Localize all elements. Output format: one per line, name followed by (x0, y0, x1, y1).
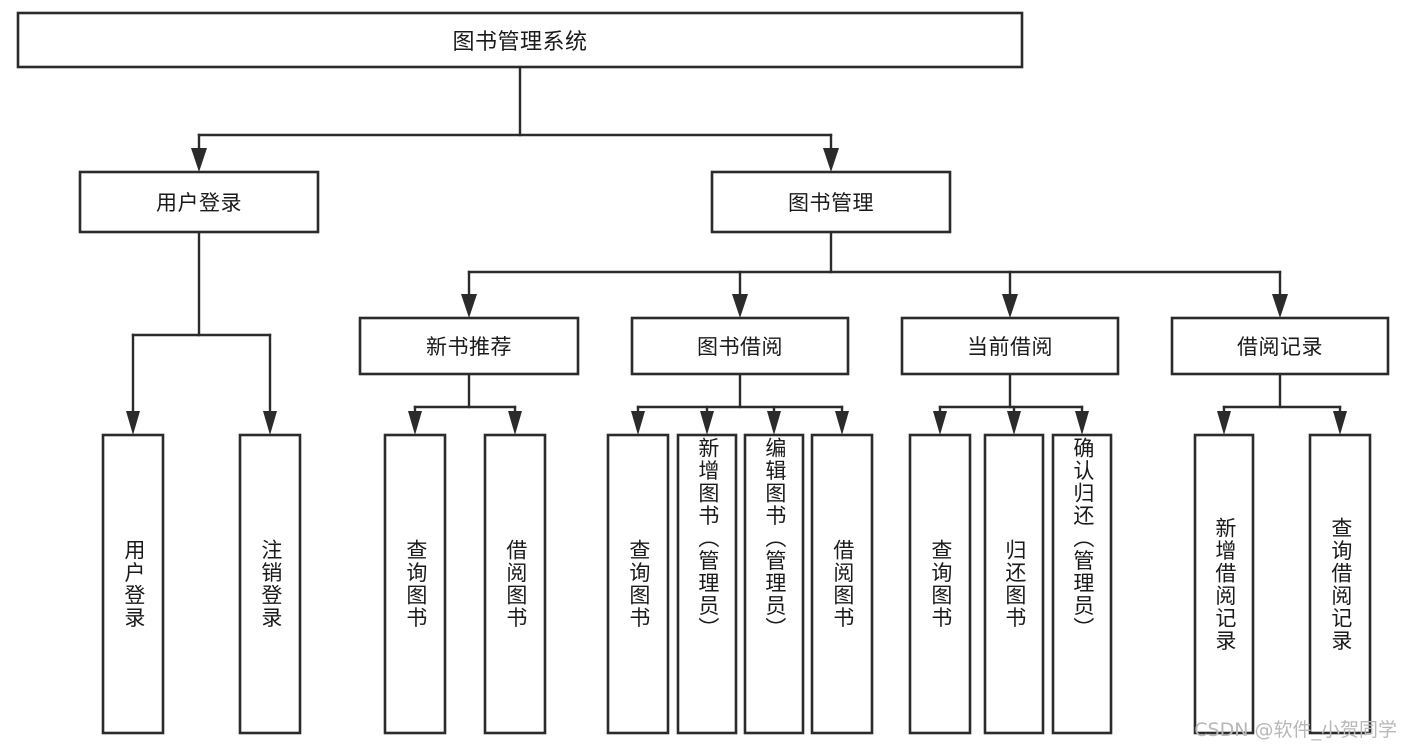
node-leaf-logout-login[interactable] (238, 433, 302, 735)
node-user-login[interactable] (78, 170, 320, 234)
edge-userlogin-to-leaves (126, 230, 277, 435)
arrow-head-borrow-record (1272, 294, 1288, 318)
edge-currentborrow-to-leaves (933, 372, 1089, 435)
edge-bookmgmt-to-level3 (461, 230, 1288, 318)
arrow-head-leaf-query-record (1333, 411, 1347, 435)
node-leaf-query-book-2[interactable] (606, 433, 670, 735)
node-leaf-borrow-book-2[interactable] (810, 433, 874, 735)
arrow-head-new-book-recommend (461, 294, 477, 318)
node-leaf-confirm-return[interactable] (1051, 433, 1113, 735)
node-book-management[interactable] (710, 170, 952, 234)
edge-recommend-to-leaves (408, 372, 522, 435)
arrow-head-leaf-query-book-3 (933, 411, 947, 435)
node-leaf-add-record[interactable] (1193, 433, 1255, 735)
node-leaf-borrow-book-1[interactable] (483, 433, 547, 735)
node-leaf-add-book[interactable] (676, 433, 738, 735)
arrow-head-leaf-add-record (1217, 411, 1231, 435)
node-borrow-record[interactable] (1170, 316, 1390, 376)
node-current-borrow[interactable] (900, 316, 1120, 376)
arrow-head-current-borrow (1002, 294, 1018, 318)
arrow-head-leaf-confirm-return (1075, 411, 1089, 435)
edge-root-to-level2 (191, 65, 839, 172)
arrow-head-leaf-edit-book (767, 411, 781, 435)
node-leaf-query-book-3[interactable] (908, 433, 972, 735)
node-leaf-query-record[interactable] (1308, 433, 1372, 735)
arrow-head-leaf-return-book (1007, 411, 1021, 435)
node-leaf-return-book[interactable] (983, 433, 1045, 735)
arrow-head-book-borrow (732, 294, 748, 318)
arrow-head-user-login (191, 148, 207, 172)
arrow-head-leaf-borrow-book-2 (835, 411, 849, 435)
node-leaf-query-book-1[interactable] (383, 433, 447, 735)
arrow-head-leaf-add-book (700, 411, 714, 435)
node-leaf-edit-book[interactable] (743, 433, 805, 735)
edge-bookborrow-to-leaves (631, 372, 849, 435)
arrow-head-book-management (823, 148, 839, 172)
arrow-head-leaf-query-book-2 (631, 411, 645, 435)
node-new-book-recommend[interactable] (358, 316, 580, 376)
node-root[interactable] (16, 11, 1024, 69)
node-book-borrow[interactable] (630, 316, 850, 376)
edge-borrowrecord-to-leaves (1217, 372, 1347, 435)
arrow-head-leaf-borrow-book-1 (508, 411, 522, 435)
arrow-head-leaf-user-login (126, 411, 140, 435)
arrow-head-leaf-query-book-1 (408, 411, 422, 435)
node-leaf-user-login[interactable] (101, 433, 165, 735)
arrow-head-leaf-logout-login (263, 411, 277, 435)
